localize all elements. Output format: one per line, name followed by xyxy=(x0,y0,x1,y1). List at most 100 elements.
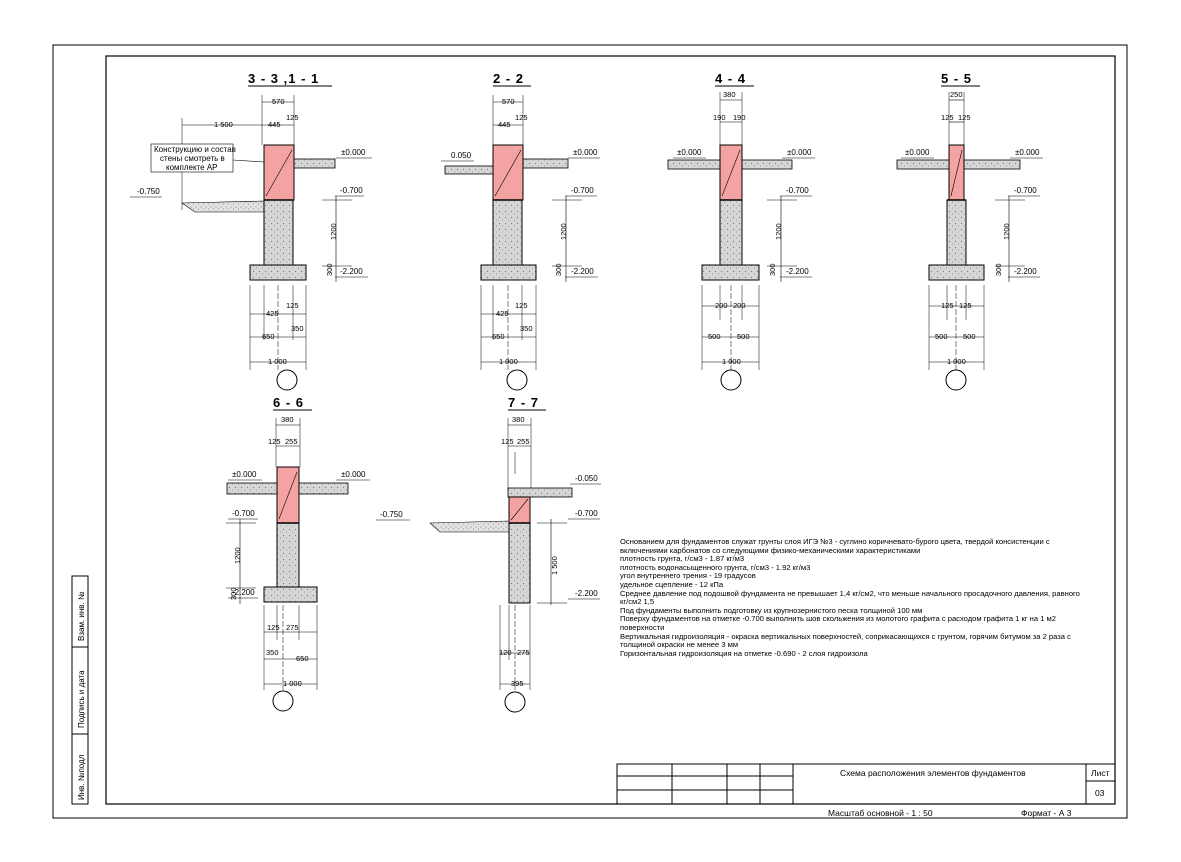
dimension-label: 190 xyxy=(713,113,726,122)
note-line: Вертикальная гидроизоляция - окраска вер… xyxy=(620,631,1071,641)
dimension-label: 425 xyxy=(266,309,279,318)
dimension-label: 650 xyxy=(262,332,275,341)
dimension-label: 1200 xyxy=(233,547,242,564)
section-title: 4 - 4 xyxy=(715,71,746,86)
note-line: плотность водонасыщенного грунта, г/см3 … xyxy=(620,562,811,572)
dimension-label: 125 xyxy=(941,113,954,122)
dimension-label: 125 xyxy=(268,437,281,446)
dimension-label: -0.700 xyxy=(340,186,363,195)
dimension-label: 1 000 xyxy=(947,357,966,366)
drawing-title: Схема расположения элементов фундаментов xyxy=(840,768,1026,778)
note-line: удельное сцепление - 12 кПа xyxy=(620,579,724,589)
outer-frame xyxy=(52,44,1128,819)
dimension-label: 500 xyxy=(935,332,948,341)
side-stamp: Инв. №подл Подпись и дата Взам. инв. № xyxy=(71,575,89,805)
dimension-label: ±0.000 xyxy=(905,148,930,157)
dimension-label: 1200 xyxy=(1002,223,1011,240)
dimension-label: 1200 xyxy=(329,223,338,240)
dimension-label: 200 xyxy=(733,301,746,310)
title-block: Схема расположения элементов фундаментов… xyxy=(616,763,1116,818)
dimension-label: 570 xyxy=(502,97,515,106)
note-line: Среднее давление под подошвой фундамента… xyxy=(620,588,1080,598)
note-line: угол внутреннего трения - 19 градусов xyxy=(620,571,756,581)
section-4-4: 4 - 4 380 190 190 ±0.000 ±0.000 -0.700 -… xyxy=(667,71,815,391)
dimension-label: 125 xyxy=(286,301,299,310)
dimension-label: ±0.000 xyxy=(341,470,366,479)
dimension-label: -0.700 xyxy=(232,509,255,518)
dimension-label: 125 xyxy=(501,437,514,446)
dimension-label: 650 xyxy=(296,654,309,663)
dimension-label: ±0.000 xyxy=(232,470,257,479)
dimension-label: -2.200 xyxy=(232,588,255,597)
section-3-3-1-1: 3 - 3 ,1 - 1 570 445 125 1 500 Конструкц… xyxy=(130,71,372,391)
dimension-label: ±0.000 xyxy=(677,148,702,157)
dimension-label: 200 xyxy=(715,301,728,310)
section-6-6: 6 - 6 380 125 255 ±0.000 ±0.000 -0.700 -… xyxy=(226,395,370,712)
dimension-label: 300 xyxy=(768,263,777,276)
section-title: 6 - 6 xyxy=(273,395,304,410)
sheet-number: 03 xyxy=(1095,788,1105,798)
dimension-label: 500 xyxy=(963,332,976,341)
dimension-label: стены смотреть в xyxy=(160,154,225,163)
dimension-label: -2.200 xyxy=(340,267,363,276)
dimension-label: 0.050 xyxy=(451,151,472,160)
dimension-label: 275 xyxy=(286,623,299,632)
dimension-label: -2.200 xyxy=(575,589,598,598)
dimension-label: ±0.000 xyxy=(573,148,598,157)
dimension-label: 1200 xyxy=(559,223,568,240)
dimension-label: 255 xyxy=(285,437,298,446)
dimension-label: 125 xyxy=(515,113,528,122)
signature-date-label: Подпись и дата xyxy=(77,670,86,728)
dimension-label: 125 xyxy=(267,623,280,632)
dimension-label: 300 xyxy=(325,263,334,276)
dimension-label: 125 xyxy=(515,301,528,310)
note-line: Горизонтальная гидроизоляция на отметке … xyxy=(620,648,868,658)
note-line: толщиной окраски не менее 3 мм xyxy=(620,640,739,650)
dimension-label: 275 xyxy=(517,648,530,657)
dimension-label: -0.700 xyxy=(1014,186,1037,195)
dimension-label: 300 xyxy=(229,587,238,600)
scale-label: Масштаб основной - 1 : 50 xyxy=(828,808,933,818)
dimension-label: 125 xyxy=(958,113,971,122)
dimension-label: 350 xyxy=(291,324,304,333)
section-title: 7 - 7 xyxy=(508,395,539,410)
note-line: Поверху фундаментов на отметке -0.700 вы… xyxy=(620,614,1056,624)
dimension-label: 1 000 xyxy=(283,679,302,688)
section-title: 5 - 5 xyxy=(941,71,972,86)
dimension-label: комплекте АР xyxy=(166,163,218,172)
general-notes: Основанием для фундаментов служат грунты… xyxy=(620,537,1090,658)
note-line: кг/см2 1,5 xyxy=(620,597,655,607)
dimension-label: -0.050 xyxy=(575,474,598,483)
note-line: плотность грунта, г/см3 - 1.87 кг/м3 xyxy=(620,554,745,564)
dimension-label: 380 xyxy=(723,90,736,99)
dimension-label: -2.200 xyxy=(786,267,809,276)
dimension-label: 1 500 xyxy=(550,556,559,575)
dimension-label: ±0.000 xyxy=(1015,148,1040,157)
dimension-label: 350 xyxy=(520,324,533,333)
dimension-label: 500 xyxy=(708,332,721,341)
dimension-label: 1200 xyxy=(774,223,783,240)
dimension-label: 500 xyxy=(737,332,750,341)
dimension-label: 350 xyxy=(266,648,279,657)
section-7-7: 7 - 7 380 125 255 -0.050 -0.750 -0.700 -… xyxy=(376,395,601,713)
dimension-label: 1 000 xyxy=(499,357,518,366)
dimension-label: -2.200 xyxy=(571,267,594,276)
dimension-label: 125 xyxy=(941,301,954,310)
note-line: поверхности xyxy=(620,622,665,632)
dimension-label: 1 000 xyxy=(268,357,287,366)
inner-frame xyxy=(105,55,1116,805)
section-5-5: 5 - 5 250 125 125 ±0.000 ±0.000 -0.700 -… xyxy=(896,71,1043,391)
dimension-label: 120 xyxy=(499,648,512,657)
note-line: включениями карбонатов со следующими физ… xyxy=(620,545,921,555)
replace-inv-label: Взам. инв. № xyxy=(77,591,86,641)
dimension-label: 380 xyxy=(512,415,525,424)
dimension-label: 395 xyxy=(511,679,524,688)
note-line: Под фундаменты выполнить подготовку из к… xyxy=(620,605,923,615)
format-label: Формат - А 3 xyxy=(1021,808,1072,818)
dimension-label: -0.750 xyxy=(137,187,160,196)
dimension-label: 380 xyxy=(281,415,294,424)
sheet-label: Лист xyxy=(1091,768,1110,778)
dimension-label: 1 500 xyxy=(214,120,233,129)
dimension-label: 445 xyxy=(268,120,281,129)
